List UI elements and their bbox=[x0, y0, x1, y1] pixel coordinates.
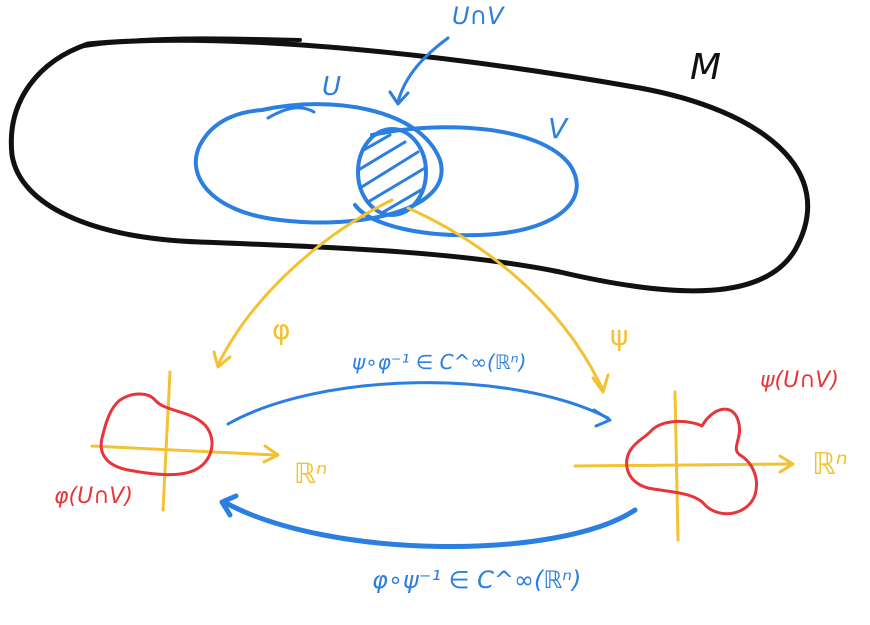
set-v-outline bbox=[353, 125, 579, 238]
left-chart-axis-label: ℝⁿ bbox=[294, 457, 328, 490]
phi-map-arrow bbox=[216, 198, 394, 367]
manifold-label: M bbox=[690, 47, 722, 88]
left-chart-axis-arrowhead bbox=[262, 444, 280, 464]
right-chart-axis-label: ℝⁿ bbox=[812, 447, 848, 482]
intersection-label: U∩V bbox=[452, 2, 504, 30]
transition-top-arrow bbox=[226, 381, 610, 426]
transition-bottom-label: φ∘ψ⁻¹ ∈ C^∞(ℝⁿ) bbox=[372, 566, 582, 594]
intersection-pointer-arrowhead bbox=[388, 90, 410, 106]
right-chart-image-blob bbox=[625, 407, 758, 516]
psi-map-arrowhead bbox=[591, 373, 610, 394]
manifold-outline bbox=[8, 37, 810, 294]
psi-label: ψ bbox=[610, 319, 629, 352]
right-chart-axis-arrowhead bbox=[778, 454, 795, 474]
transition-bottom-arrowhead bbox=[219, 493, 239, 518]
set-u-outline-start-tick bbox=[266, 106, 316, 120]
transition-bottom-arrow bbox=[221, 499, 638, 550]
set-u-label: U bbox=[322, 72, 342, 102]
intersection-pointer-arrow bbox=[396, 36, 450, 104]
phi-label: φ bbox=[272, 313, 291, 346]
psi-map-arrow bbox=[406, 206, 604, 390]
left-chart-horizontal-axis bbox=[90, 444, 277, 457]
left-chart-vertical-axis bbox=[161, 370, 172, 512]
right-chart-image-label: ψ(U∩V) bbox=[760, 368, 839, 393]
left-chart-image-label: φ(U∩V) bbox=[54, 484, 133, 509]
left-chart-image-blob bbox=[99, 392, 214, 477]
manifold-outline-stroke-overlap bbox=[82, 36, 302, 48]
transition-top-label: ψ∘φ⁻¹ ∈ C^∞(ℝⁿ) bbox=[352, 350, 527, 374]
intersection-region bbox=[356, 127, 428, 217]
set-v-label: V bbox=[548, 112, 568, 145]
right-chart-horizontal-axis bbox=[573, 462, 792, 468]
transition-top-arrowhead bbox=[592, 408, 612, 428]
set-u-outline bbox=[193, 102, 444, 225]
phi-map-arrowhead bbox=[212, 350, 232, 369]
